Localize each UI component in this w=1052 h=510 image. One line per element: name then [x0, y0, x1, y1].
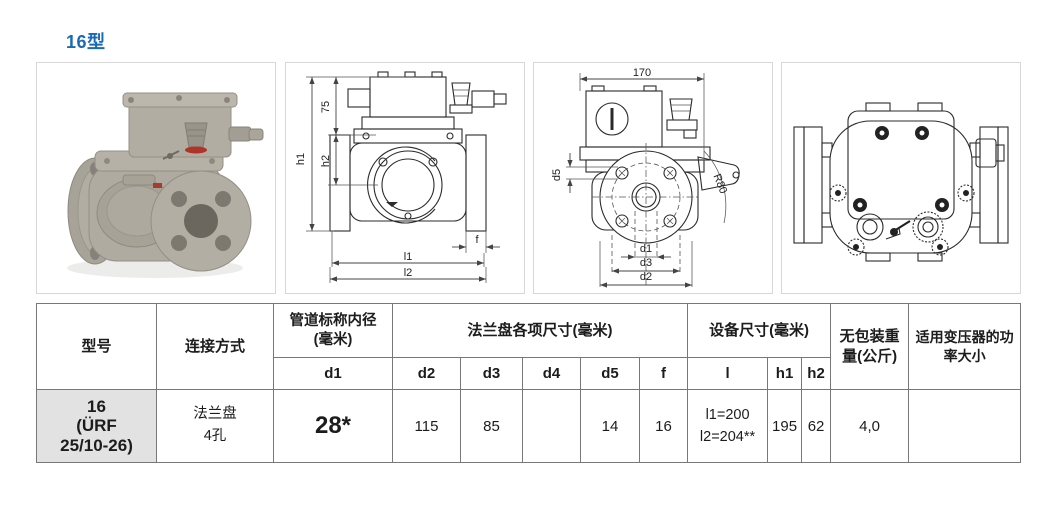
side-view-drawing: 170 d5 R80 d1 d3 d2: [551, 67, 740, 288]
header-power-line1: 适用变压器的功: [915, 329, 1014, 346]
header-d5: d5: [580, 357, 640, 390]
header-pipe-line1: 管道标称内径: [289, 312, 377, 329]
header-weight: 无包装重 量(公斤): [830, 303, 910, 390]
header-pipe-line2: (毫米): [313, 331, 353, 348]
header-d1: d1: [273, 357, 393, 390]
cell-model-line2: (ÜRF: [76, 416, 117, 436]
dim-label-f: f: [475, 234, 479, 246]
dim-label-170: 170: [633, 67, 651, 79]
cell-model: 16 (ÜRF 25/10-26): [36, 389, 157, 463]
header-d3: d3: [460, 357, 523, 390]
dim-label-l2: l2: [404, 267, 413, 279]
header-h2: h2: [801, 357, 832, 390]
header-h1: h1: [767, 357, 803, 390]
header-d2: d2: [392, 357, 461, 390]
side-view-panel: 170 d5 R80 d1 d3 d2: [533, 62, 773, 294]
cell-connection-line2: 4孔: [203, 428, 227, 444]
gas-relay-photo: [67, 92, 264, 278]
cell-connection-line1: 法兰盘: [193, 406, 237, 423]
dim-label-d1: d1: [640, 243, 652, 255]
cell-l: l1=200 l2=204**: [687, 389, 769, 463]
cell-h2: 62: [801, 389, 832, 463]
cell-f: 16: [638, 389, 689, 463]
front-view-panel: h1 75 h2 f l1 l2: [285, 62, 525, 294]
cell-d1: 28*: [273, 389, 393, 463]
header-model: 型号: [36, 303, 157, 390]
cell-l-line1: l1=200: [705, 406, 750, 423]
cell-d4: [522, 389, 581, 463]
front-view-dimensions: h1 75 h2 f l1 l2: [295, 76, 500, 283]
dim-label-d3: d3: [640, 257, 652, 269]
side-view-geometry: [579, 85, 740, 287]
header-l: l: [687, 357, 769, 390]
photo-illustration: [67, 92, 264, 278]
header-d4: d4: [522, 357, 581, 390]
dim-label-d5: d5: [551, 169, 563, 181]
top-view-geometry: [793, 102, 1009, 262]
cell-connection: 法兰盘 4孔: [156, 389, 274, 463]
header-pipe-diameter: 管道标称内径 (毫米): [273, 303, 393, 358]
cell-d5: 14: [580, 389, 640, 463]
cell-d2: 115: [392, 389, 461, 463]
header-power: 适用变压器的功 率大小: [908, 303, 1022, 390]
cell-model-line1: 16: [87, 397, 106, 417]
header-weight-line1: 无包装重: [839, 328, 900, 345]
top-view-panel: [781, 62, 1021, 294]
dim-label-l1: l1: [404, 251, 413, 263]
header-power-line2: 率大小: [943, 347, 986, 364]
spec-table: 型号 连接方式 管道标称内径 (毫米) 法兰盘各项尺寸(毫米) 设备尺寸(毫米)…: [36, 303, 1022, 463]
cell-l-line2: l2=204**: [699, 429, 756, 445]
header-flange-group: 法兰盘各项尺寸(毫米): [391, 303, 689, 358]
dim-label-h1: h1: [295, 153, 307, 165]
header-row-dims: d1 d2 d3 d4 d5 f l h1 h2: [37, 357, 1021, 390]
cell-power: [908, 389, 1022, 463]
header-row-groups: 型号 连接方式 管道标称内径 (毫米) 法兰盘各项尺寸(毫米) 设备尺寸(毫米)…: [36, 303, 1022, 390]
cell-model-line3: 25/10-26): [60, 435, 133, 455]
dim-label-75: 75: [320, 101, 332, 113]
cell-h1: 195: [767, 389, 803, 463]
data-row-model-16: 16 (ÜRF 25/10-26) 法兰盘 4孔 28* 115 85 14 1…: [36, 389, 1022, 463]
header-weight-line2: 量(公斤): [842, 347, 898, 365]
cell-weight: 4,0: [830, 389, 910, 463]
dim-label-d2: d2: [640, 271, 652, 283]
dim-label-r80: R80: [710, 172, 729, 195]
top-view-drawing: [793, 102, 1009, 262]
front-view-drawing: h1 75 h2 f l1 l2: [295, 71, 507, 283]
product-photo-panel: [36, 62, 276, 294]
page-title: 16型: [66, 32, 106, 52]
header-connection: 连接方式: [156, 303, 274, 390]
dim-label-h2: h2: [320, 155, 332, 167]
header-device-group: 设备尺寸(毫米): [687, 303, 832, 358]
cell-d3: 85: [460, 389, 523, 463]
header-f: f: [638, 357, 689, 390]
front-view-geometry: [329, 71, 507, 232]
